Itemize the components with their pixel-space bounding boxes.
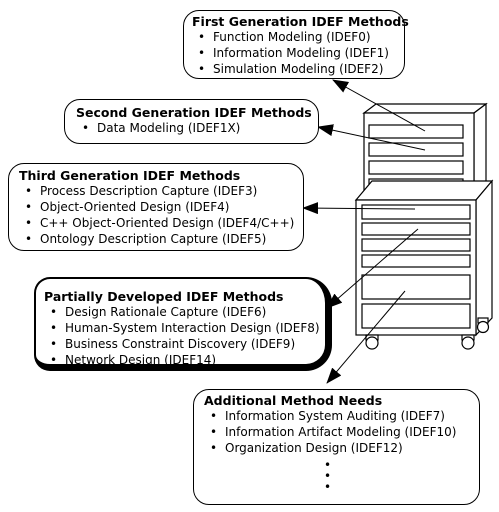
box-title: Additional Method Needs [204,393,383,408]
continuation-dots: • • • [324,458,332,494]
list-item: Network Design (IDEF14) [44,352,325,368]
box-title: Partially Developed IDEF Methods [44,289,284,304]
additional-needs-box: Additional Method Needs Information Syst… [193,389,480,505]
drawer [368,124,464,139]
drawer [361,274,471,300]
top-chest-lid [362,103,488,114]
method-list: Design Rationale Capture (IDEF6) Human-S… [44,304,325,368]
box-title: Third Generation IDEF Methods [19,168,241,183]
list-item: Ontology Description Capture (IDEF5) [19,231,303,247]
list-item: Data Modeling (IDEF1X) [76,120,318,136]
list-item: Process Description Capture (IDEF3) [19,183,303,199]
first-generation-box: First Generation IDEF Methods Function M… [183,10,409,79]
drawer [361,204,471,220]
method-list: Information System Auditing (IDEF7) Info… [204,408,479,456]
list-item: C++ Object-Oriented Design (IDEF4/C++) [19,215,303,231]
arrow-second-generation [317,124,426,151]
drawer [361,303,471,329]
list-item: Object-Oriented Design (IDEF4) [19,199,303,215]
cabinet-side [475,179,493,337]
caster-wheel [476,320,490,334]
list-item: Organization Design (IDEF12) [204,440,479,456]
arrow-partially-developed [326,228,419,309]
drawer [361,222,471,236]
list-item: Information Artifact Modeling (IDEF10) [204,424,479,440]
list-item: Simulation Modeling (IDEF2) [192,61,404,77]
method-list: Data Modeling (IDEF1X) [76,120,318,136]
box-title: First Generation IDEF Methods [192,14,409,29]
drawer [361,254,471,268]
drawer [368,142,464,157]
continuation-dot: • [324,469,332,483]
list-item: Information Modeling (IDEF1) [192,45,404,61]
caster-wheel [365,336,379,350]
caster-wheel [461,336,475,350]
partially-developed-box: Partially Developed IDEF Methods Design … [34,277,332,371]
drawer [361,238,471,252]
cabinet-top [354,180,494,201]
arrow-third-generation [302,202,416,215]
list-item: Design Rationale Capture (IDEF6) [44,304,325,320]
box-title: Second Generation IDEF Methods [76,105,312,120]
list-item: Human-System Interaction Design (IDEF8) [44,320,325,336]
continuation-dot: • [324,480,332,494]
third-generation-box: Third Generation IDEF Methods Process De… [8,163,304,251]
second-generation-box: Second Generation IDEF Methods Data Mode… [64,99,319,144]
arrow-first-generation [332,79,426,132]
continuation-dot: • [324,458,332,472]
method-list: Function Modeling (IDEF0) Information Mo… [192,29,404,77]
method-list: Process Description Capture (IDEF3) Obje… [19,183,303,247]
arrow-additional-needs [326,290,406,384]
list-item: Information System Auditing (IDEF7) [204,408,479,424]
list-item: Function Modeling (IDEF0) [192,29,404,45]
list-item: Business Constraint Discovery (IDEF9) [44,336,325,352]
drawer [368,160,464,175]
